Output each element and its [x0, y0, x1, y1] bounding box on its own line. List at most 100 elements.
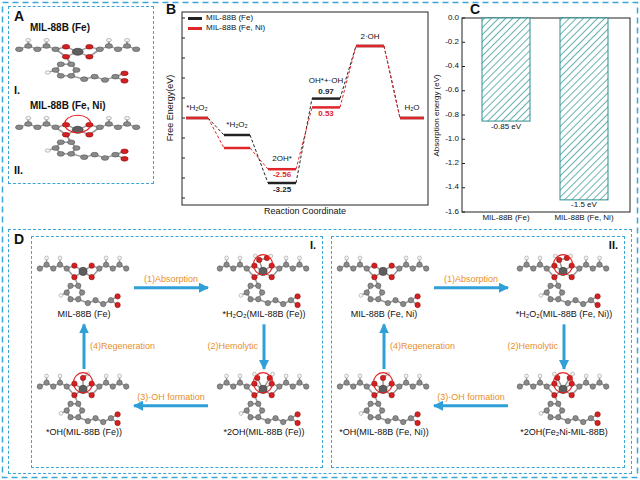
atom: [283, 380, 288, 385]
atom: [68, 297, 73, 302]
molecule-atoms: [517, 372, 609, 426]
legend-entry: MIL-88B (Fe): [188, 14, 253, 23]
atom: [604, 266, 609, 271]
atom: [283, 262, 288, 267]
atom: [16, 125, 23, 130]
atom: [110, 266, 115, 271]
highlight-circle: [553, 255, 572, 275]
structure-illustration: [336, 371, 432, 427]
atom: [225, 374, 229, 378]
atom: [376, 283, 381, 288]
atom: [290, 266, 295, 271]
atom: [34, 125, 41, 130]
atom: [277, 384, 282, 389]
atom: [538, 374, 542, 378]
molecule-atoms: [337, 372, 429, 426]
molecule-bonds: [340, 258, 426, 305]
atom: [108, 416, 113, 421]
atom: [231, 266, 236, 271]
atom: [86, 132, 93, 137]
atom: [248, 415, 253, 420]
atom: [52, 68, 59, 73]
energy-level: [268, 182, 296, 185]
energy-value: -2.56: [273, 171, 291, 180]
atom: [290, 384, 295, 389]
atom: [68, 283, 73, 288]
legend-swatch: [188, 17, 202, 20]
atom: [590, 384, 595, 389]
atom: [548, 415, 553, 420]
atom: [58, 256, 62, 260]
energy-series: [186, 46, 424, 183]
legend-swatch: [188, 27, 202, 30]
atom: [72, 392, 77, 397]
atom: [376, 415, 381, 420]
atom: [265, 418, 270, 423]
atom: [252, 381, 257, 386]
atom: [569, 392, 574, 397]
atom: [106, 116, 111, 119]
atom: [548, 401, 553, 406]
atom: [569, 274, 574, 279]
category-label: MIL-88B (Fe, Ni): [554, 214, 613, 223]
atom: [368, 283, 373, 288]
tick-mark: [182, 38, 185, 39]
step-label: (3)·OH formation: [436, 393, 506, 403]
atom: [397, 266, 402, 271]
atom: [101, 301, 106, 306]
atom: [52, 146, 59, 151]
tick-mark: [182, 78, 185, 79]
atom: [89, 392, 94, 397]
atom: [288, 298, 293, 303]
step-arrow: [263, 324, 266, 369]
atom: [273, 416, 278, 421]
atom: [123, 122, 130, 127]
atom: [110, 384, 115, 389]
panel-frame: MIL-88B (Fe)*H₂O₂(MIL-88B (Fe))*OH(MIL-8…: [8, 229, 632, 474]
bar-value: -1.5 eV: [571, 201, 597, 210]
atom: [259, 290, 264, 295]
axis-title: Absorption energy (eV): [433, 74, 442, 156]
adsorption-chart: [462, 18, 630, 212]
atom: [73, 146, 80, 151]
energy-value: 0.97: [318, 88, 334, 97]
step-arrow: [134, 404, 208, 407]
atom: [123, 44, 130, 49]
atom: [552, 392, 557, 397]
atom: [72, 274, 77, 279]
atom: [96, 125, 103, 130]
atom: [337, 266, 342, 271]
atom: [133, 125, 140, 130]
tick-label: -1.6: [445, 208, 459, 217]
subpanel-frame: MIL-88B (Fe, Ni)*H₂O₂(MIL-88B (Fe, Ni))*…: [331, 236, 625, 468]
atom: [93, 298, 98, 303]
tick-mark: [182, 158, 185, 159]
atom: [359, 411, 363, 415]
atom: [524, 262, 529, 267]
atom: [64, 290, 69, 295]
molecule-bonds: [220, 374, 306, 423]
atom: [117, 262, 122, 267]
atom: [79, 408, 84, 413]
atom: [569, 381, 574, 386]
molecule-atoms: [217, 372, 309, 426]
state-label: *H₂O₂: [226, 121, 247, 130]
transition-line: [296, 107, 312, 169]
tick-mark: [462, 66, 465, 67]
structure-illustration: [516, 253, 612, 309]
atom: [45, 256, 49, 260]
tick-mark: [462, 212, 465, 213]
atom: [133, 47, 140, 52]
category-label: MIL-88B (Fe): [482, 214, 529, 223]
atom: [115, 412, 120, 417]
atom: [256, 297, 261, 302]
molecule-atoms: [517, 254, 609, 308]
step-label: (1)Absorption: [436, 275, 506, 285]
atom: [581, 301, 586, 306]
energy-level: [224, 134, 250, 137]
structure-illustration: [336, 253, 432, 309]
energy-level: [186, 117, 208, 120]
highlight-circle: [73, 373, 92, 393]
atom: [364, 408, 369, 413]
